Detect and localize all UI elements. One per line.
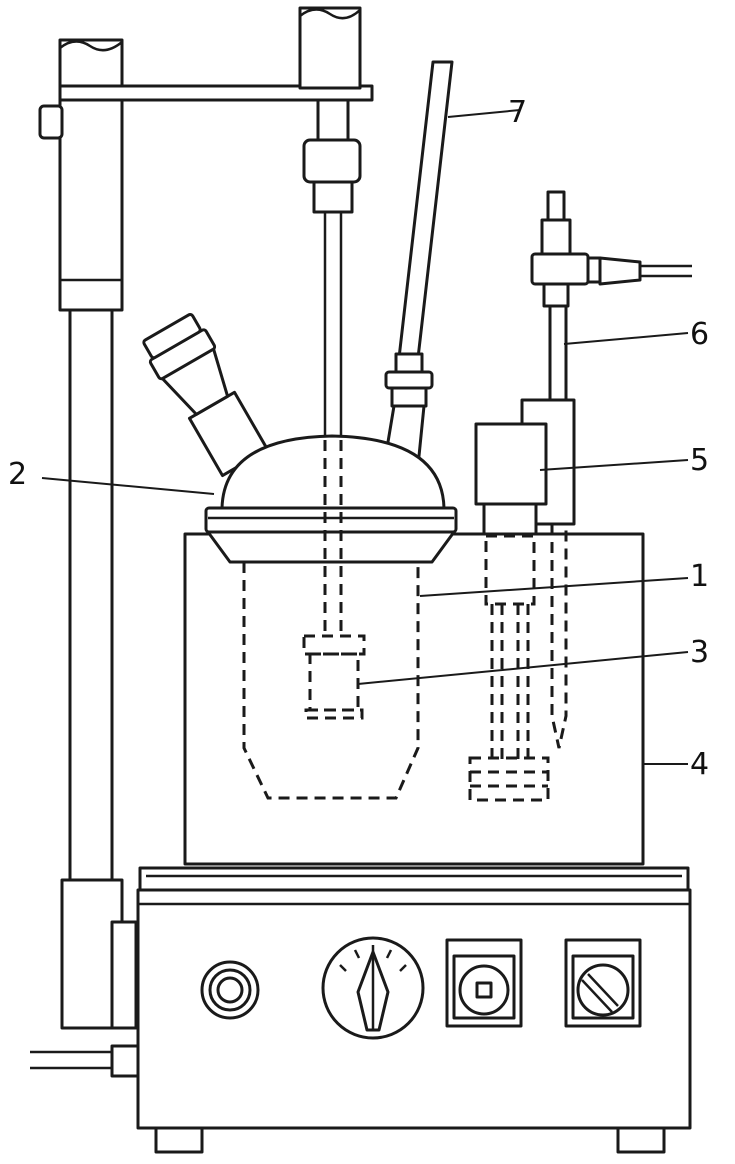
leader-2 bbox=[41, 477, 215, 495]
probe-connector bbox=[598, 256, 642, 286]
hidden-probe-stem bbox=[550, 524, 568, 749]
base-foot-left bbox=[154, 1126, 204, 1154]
side-neck bbox=[142, 313, 270, 478]
callout-6: 6 bbox=[690, 317, 709, 352]
callout-3: 3 bbox=[690, 635, 709, 670]
glass-tube bbox=[382, 60, 454, 468]
leader-5 bbox=[539, 459, 689, 471]
stand-bracket bbox=[110, 920, 138, 1030]
tube-joint-ring bbox=[384, 370, 434, 390]
leader-lines bbox=[41, 109, 689, 765]
probe-side-port bbox=[586, 256, 602, 284]
callout-4: 4 bbox=[690, 747, 709, 782]
tube-joint-upper bbox=[394, 352, 424, 374]
probe-stem bbox=[548, 304, 568, 402]
callout-5: 5 bbox=[690, 443, 709, 478]
probe-lower-tee bbox=[542, 282, 570, 308]
probe-tip-top bbox=[546, 190, 566, 222]
shaft-coupling-upper bbox=[316, 98, 350, 142]
stand-rod bbox=[68, 308, 114, 882]
clamp-screw bbox=[38, 104, 64, 140]
support-stand bbox=[38, 38, 374, 1030]
heater-coil bbox=[468, 756, 550, 802]
vessel-shoulder bbox=[206, 530, 456, 564]
knob-indicator bbox=[587, 973, 619, 1007]
side-neck-cap bbox=[142, 313, 202, 360]
probe-tee bbox=[530, 252, 590, 286]
shaft-coupling-lower bbox=[312, 180, 354, 214]
rotary-knob-icon[interactable] bbox=[564, 938, 642, 1028]
base-top-plate bbox=[138, 866, 690, 892]
clamp-crossbar bbox=[58, 84, 374, 102]
heater-unit bbox=[474, 398, 576, 538]
heater-collar bbox=[482, 502, 538, 538]
stand-upper-sleeve bbox=[58, 38, 124, 312]
vessel-body bbox=[242, 562, 420, 800]
callout-1: 1 bbox=[690, 559, 709, 594]
lid-flange bbox=[204, 506, 458, 534]
leader-7 bbox=[447, 109, 521, 118]
leader-1 bbox=[419, 577, 689, 597]
leader-3 bbox=[357, 651, 689, 685]
sensor-probe bbox=[530, 190, 692, 402]
heater-sleeve bbox=[484, 534, 536, 606]
callout-2: 2 bbox=[8, 457, 27, 492]
tube-body bbox=[397, 60, 454, 360]
round-socket-icon bbox=[200, 960, 260, 1020]
shaft-coupling bbox=[302, 138, 362, 184]
dial-gauge-icon bbox=[321, 936, 425, 1040]
hidden-internals bbox=[242, 440, 568, 802]
stirrer-drive bbox=[298, 6, 362, 440]
probe-head bbox=[540, 218, 572, 256]
vessel-lid bbox=[204, 434, 458, 564]
leader-6 bbox=[563, 332, 689, 345]
heater-block bbox=[474, 422, 548, 506]
lid-dome bbox=[220, 434, 446, 510]
base-foot-right bbox=[616, 1126, 666, 1154]
power-switch-icon[interactable] bbox=[445, 938, 523, 1028]
tube-joint-lower bbox=[390, 386, 428, 408]
stand-break-mark bbox=[59, 40, 123, 52]
callout-7: 7 bbox=[508, 95, 527, 130]
cord-grommet bbox=[110, 1044, 140, 1078]
motor-housing bbox=[298, 6, 362, 90]
stirrer-foot bbox=[304, 708, 364, 720]
water-bath bbox=[183, 532, 645, 866]
callout-labels: 7 6 5 2 1 3 4 bbox=[8, 95, 709, 782]
